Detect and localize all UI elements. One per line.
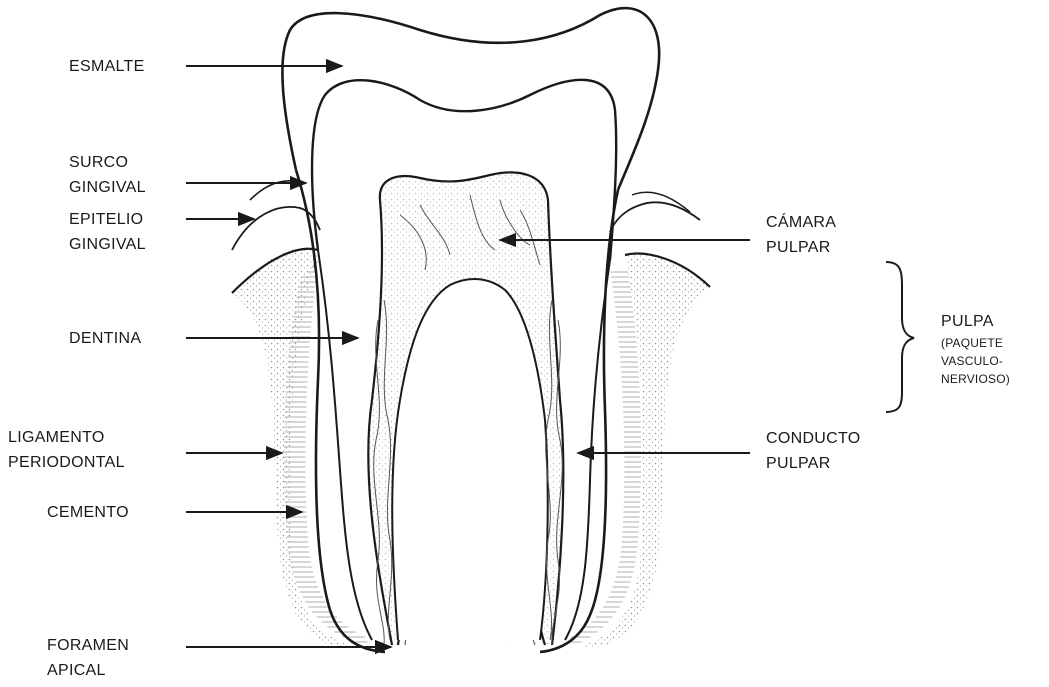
label-ligamento-line-2: PERIODONTAL [8,450,125,475]
root-inner-right [565,260,610,640]
label-ligamento-line-1: LIGAMENTO [8,425,125,450]
label-surco-line-2: GINGIVAL [69,175,146,200]
label-pulpa-subtitle: (PAQUETE VASCULO- NERVIOSO) [941,334,1010,388]
label-cemento: CEMENTO [47,500,129,525]
pulpa-brace [886,262,914,412]
label-camara-pulpar: CÁMARA PULPAR [766,210,836,260]
label-pulpa: PULPA [941,309,994,334]
label-epitelio-line-2: GINGIVAL [69,232,146,257]
cementum-left [284,260,372,645]
label-camara-line-2: PULPAR [766,235,836,260]
label-esmalte-text: ESMALTE [69,54,145,79]
label-surco-gingival: SURCO GINGIVAL [69,150,146,200]
label-epitelio-line-1: EPITELIO [69,207,146,232]
label-camara-line-1: CÁMARA [766,210,836,235]
label-esmalte: ESMALTE [69,54,145,79]
label-foramen-line-1: FORAMEN [47,633,129,658]
label-conducto-line-1: CONDUCTO [766,426,861,451]
label-pulpa-sub-line-3: NERVIOSO) [941,370,1010,388]
label-dentina-text: DENTINA [69,326,141,351]
gingiva-right-epithelium [610,202,700,232]
label-ligamento-periodontal: LIGAMENTO PERIODONTAL [8,425,125,475]
label-conducto-pulpar: CONDUCTO PULPAR [766,426,861,476]
gum-right [575,253,710,648]
label-epitelio-gingival: EPITELIO GINGIVAL [69,207,146,257]
enamel-outline [282,8,659,190]
canal-inner-left [392,279,547,640]
label-foramen-line-2: APICAL [47,658,129,683]
label-cemento-text: CEMENTO [47,500,129,525]
label-pulpa-sub-line-2: VASCULO- [941,352,1010,370]
label-pulpa-sub-line-1: (PAQUETE [941,334,1010,352]
label-conducto-line-2: PULPAR [766,451,861,476]
root-inner-left [318,250,372,640]
label-surco-line-1: SURCO [69,150,146,175]
label-foramen-apical: FORAMEN APICAL [47,633,129,683]
label-dentina: DENTINA [69,326,141,351]
label-pulpa-text: PULPA [941,309,994,334]
